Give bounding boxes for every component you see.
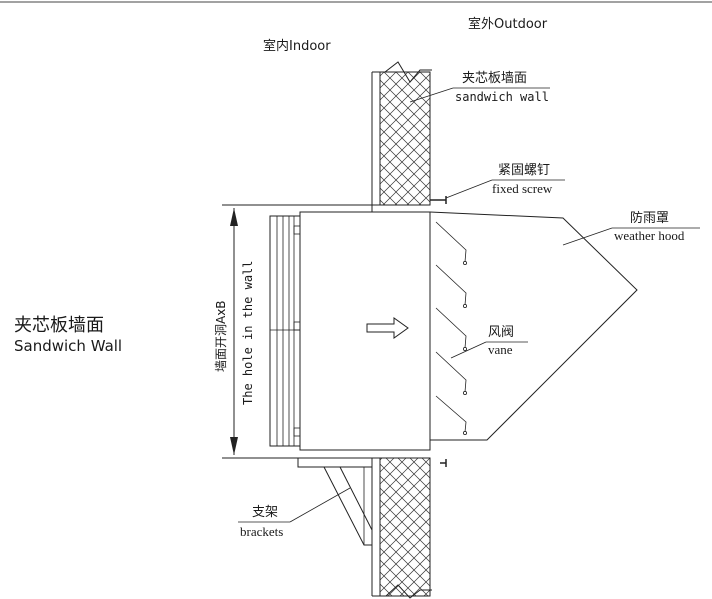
weather-hood-cn-label: 防雨罩 [630, 210, 669, 226]
indoor-grille [269, 215, 301, 447]
airflow-arrow [366, 317, 409, 339]
weather-hood [429, 211, 638, 441]
sandwich-wall-upper [371, 61, 432, 206]
hole-cn-label: 墙面开洞AxB [214, 300, 228, 372]
fan-housing [299, 211, 431, 451]
sandwich-wall-en-label: sandwich wall [455, 90, 549, 104]
sandwich-wall-lower [371, 457, 432, 599]
brackets-cn-label: 支架 [252, 505, 278, 520]
weather-hood-en-label: weather hood [614, 228, 685, 243]
brackets [297, 458, 373, 546]
side-title-cn: 夹芯板墙面 [14, 315, 104, 336]
brackets-en-label: brackets [240, 524, 283, 539]
outdoor-label: 室外Outdoor [468, 16, 548, 32]
hole-en-label: The hole in the wall [241, 261, 255, 406]
vane-cn-label: 风阀 [488, 325, 514, 340]
sandwich-wall-cn-label: 夹芯板墙面 [462, 71, 527, 86]
vanes [435, 221, 467, 435]
fixed-screw-en-label: fixed screw [492, 181, 553, 196]
fixed-screw-cn-label: 紧固螺钉 [498, 163, 550, 178]
side-title-en: Sandwich Wall [14, 337, 122, 355]
screw-icon [430, 196, 447, 467]
vane-en-label: vane [488, 342, 513, 357]
hole-dimension-arrow [230, 208, 238, 455]
leader-lines [238, 87, 700, 523]
fan-unit [269, 211, 431, 451]
indoor-label: 室内Indoor [263, 38, 331, 54]
